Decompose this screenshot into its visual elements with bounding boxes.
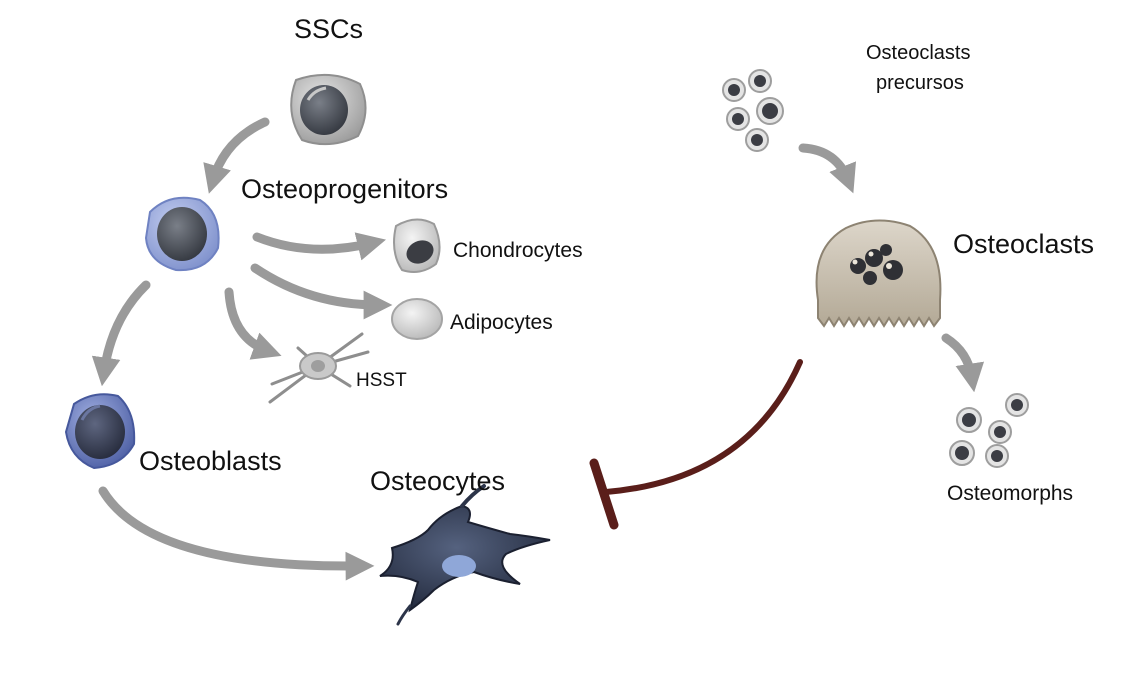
label-hsst: HSST [356,370,407,391]
arrow-to-hsst [224,287,282,360]
arrow-precursors-to-osteoclasts [798,143,857,194]
hsst-cell-icon [268,332,370,404]
osteoblast-cell-icon [64,393,136,470]
label-osteoclasts: Osteoclasts [953,229,1095,259]
arrow-to-adipocytes [250,263,393,320]
arrows [91,117,985,581]
osteoprogenitor-cell-icon [144,196,220,272]
osteocyte-cell-icon [379,484,551,626]
label-osteoclast-precursors-line1: Osteoclasts [866,42,971,64]
label-sscs: SSCs [294,14,364,44]
label-chondrocytes: Chondrocytes [453,239,583,262]
adipocyte-cell-icon [391,298,443,340]
arrow-to-osteoblasts [91,280,151,387]
label-osteomorphs: Osteomorphs [947,482,1074,505]
arrow-to-chondrocytes [252,232,386,261]
inhibition-arrow [589,359,803,530]
arrow-osteoclasts-to-osteomorphs [941,333,985,393]
label-osteoclast-precursors-line2: precursos [876,72,964,94]
arrow-ssc-to-osteoprogenitor [203,117,270,194]
ssc-cell-icon [290,73,367,146]
chondrocyte-cell-icon [393,218,441,273]
arrow-osteoblasts-to-osteocytes [98,486,375,581]
osteoclast-precursors-icon [722,69,784,152]
label-osteocytes: Osteocytes [370,466,506,496]
label-osteoprogenitors: Osteoprogenitors [241,174,449,204]
osteoclast-cell-icon [815,219,942,328]
label-adipocytes: Adipocytes [450,311,553,334]
osteomorphs-icon [949,393,1029,468]
label-osteoblasts: Osteoblasts [139,446,282,476]
